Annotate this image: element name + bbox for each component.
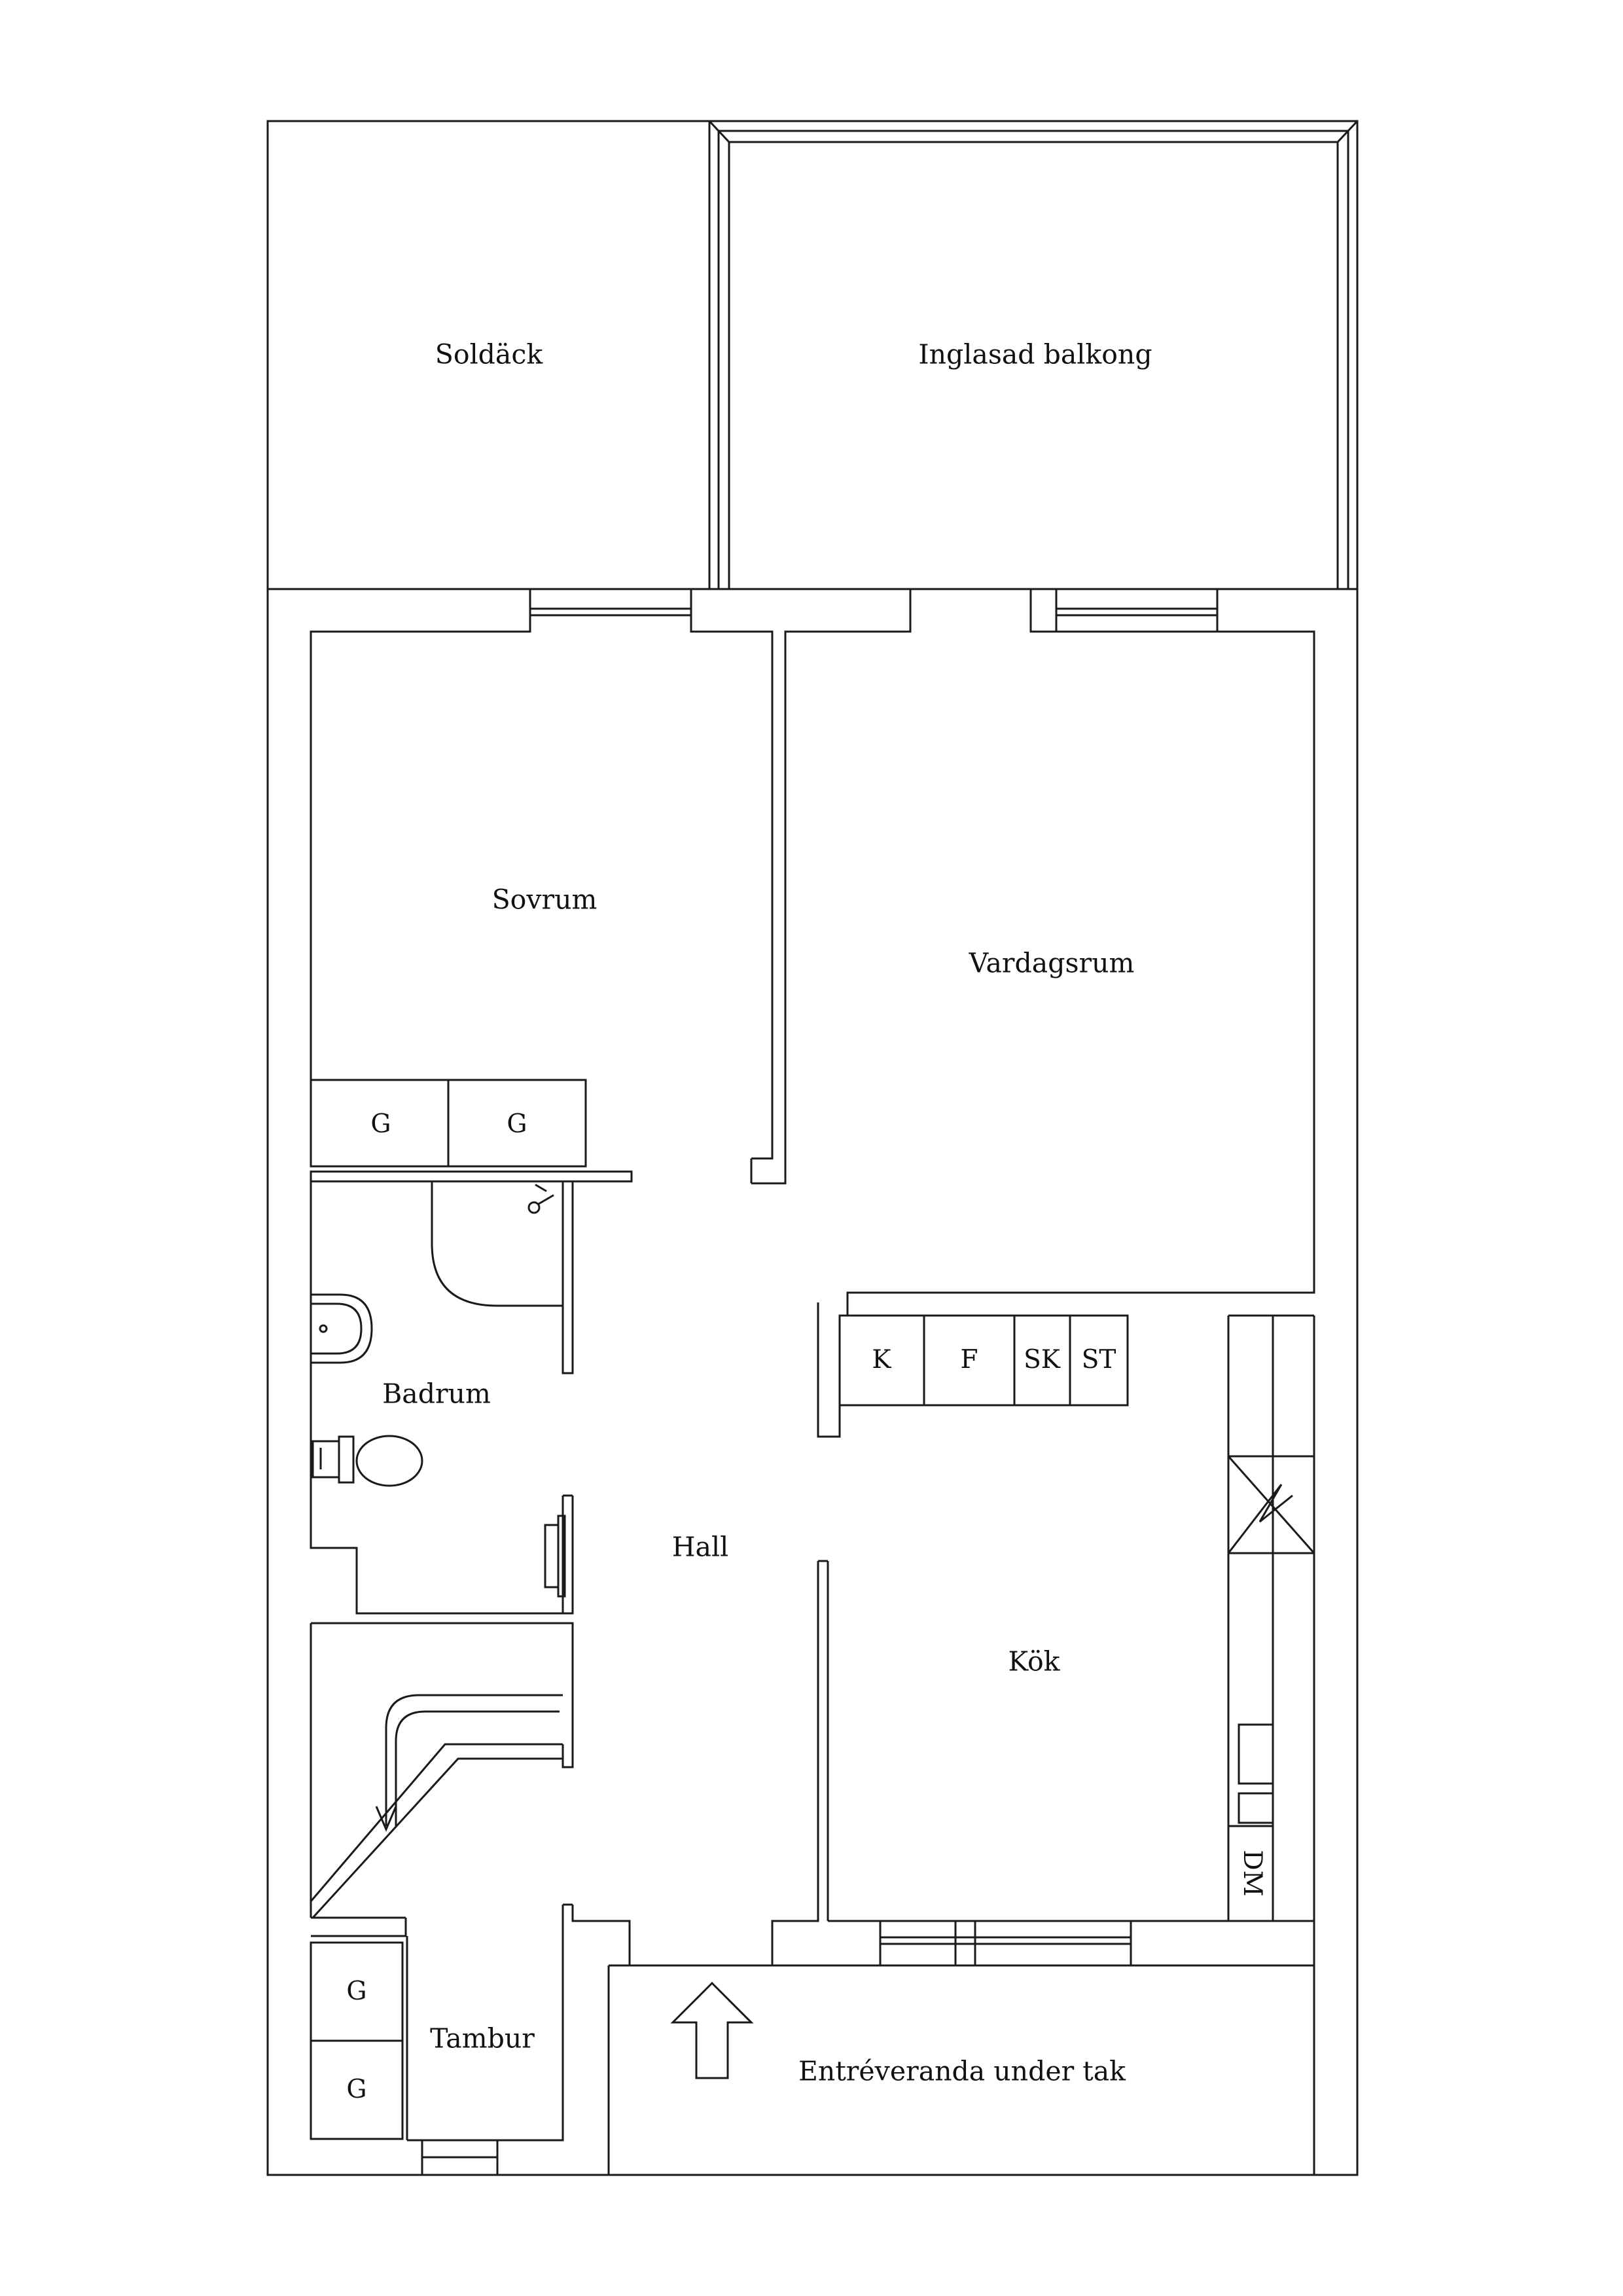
shower-icon — [431, 1181, 563, 1307]
room-label-entreveranda: Entréveranda under tak — [798, 2056, 1126, 2087]
window-kok — [772, 1921, 1314, 1967]
exterior-wall — [310, 589, 1315, 1316]
kitchen-unit-k: K — [872, 1345, 891, 1374]
outer-boundary — [266, 120, 1359, 2176]
tambur-closets — [310, 1941, 404, 2140]
kitchen-appliances — [838, 1314, 1129, 1407]
kitchen-unit-st: ST — [1082, 1345, 1116, 1374]
kitchen-unit-dm: DM — [1238, 1850, 1267, 1896]
balcony-glazing — [708, 120, 1359, 589]
room-label-hall: Hall — [672, 1532, 728, 1563]
room-label-inglasad-balkong: Inglasad balkong — [918, 339, 1152, 370]
window-vardagsrum — [1055, 589, 1217, 632]
room-label-badrum: Badrum — [382, 1378, 491, 1410]
stair-arrow-icon — [375, 1694, 563, 1832]
kitchen-wall — [771, 1302, 1314, 1965]
window-sovrum — [530, 607, 691, 617]
stove-sink-units — [1238, 1723, 1274, 1824]
badrum-walls — [310, 1170, 633, 1615]
room-label-sovrum: Sovrum — [492, 884, 597, 916]
entrance-arrow-icon — [670, 1981, 754, 2079]
kitchen-unit-sk: SK — [1024, 1345, 1061, 1374]
stairwell — [310, 1622, 574, 1937]
room-label-soldack: Soldäck — [435, 339, 544, 370]
window-tambur — [421, 2139, 499, 2176]
sovrum-wardrobes — [310, 1079, 587, 1168]
entreveranda — [609, 1921, 1315, 2175]
room-label-vardagsrum: Vardagsrum — [969, 948, 1135, 979]
room-label-kok: Kök — [1008, 1646, 1060, 1677]
sink-icon — [311, 1293, 373, 1364]
kitchen-counter — [1227, 1314, 1315, 1921]
room-label-tambur: Tambur — [430, 2023, 535, 2054]
tambur-closet-label-1: G — [346, 1977, 366, 2006]
sovrum-closet-label-1: G — [370, 1109, 391, 1139]
radiator-icon — [544, 1515, 566, 1598]
toilet-icon — [312, 1435, 423, 1487]
tambur-closet-label-2: G — [346, 2075, 366, 2104]
chimney-icon — [1227, 1455, 1315, 1554]
kitchen-unit-f: F — [960, 1345, 978, 1374]
sovrum-closet-label-2: G — [507, 1109, 527, 1139]
